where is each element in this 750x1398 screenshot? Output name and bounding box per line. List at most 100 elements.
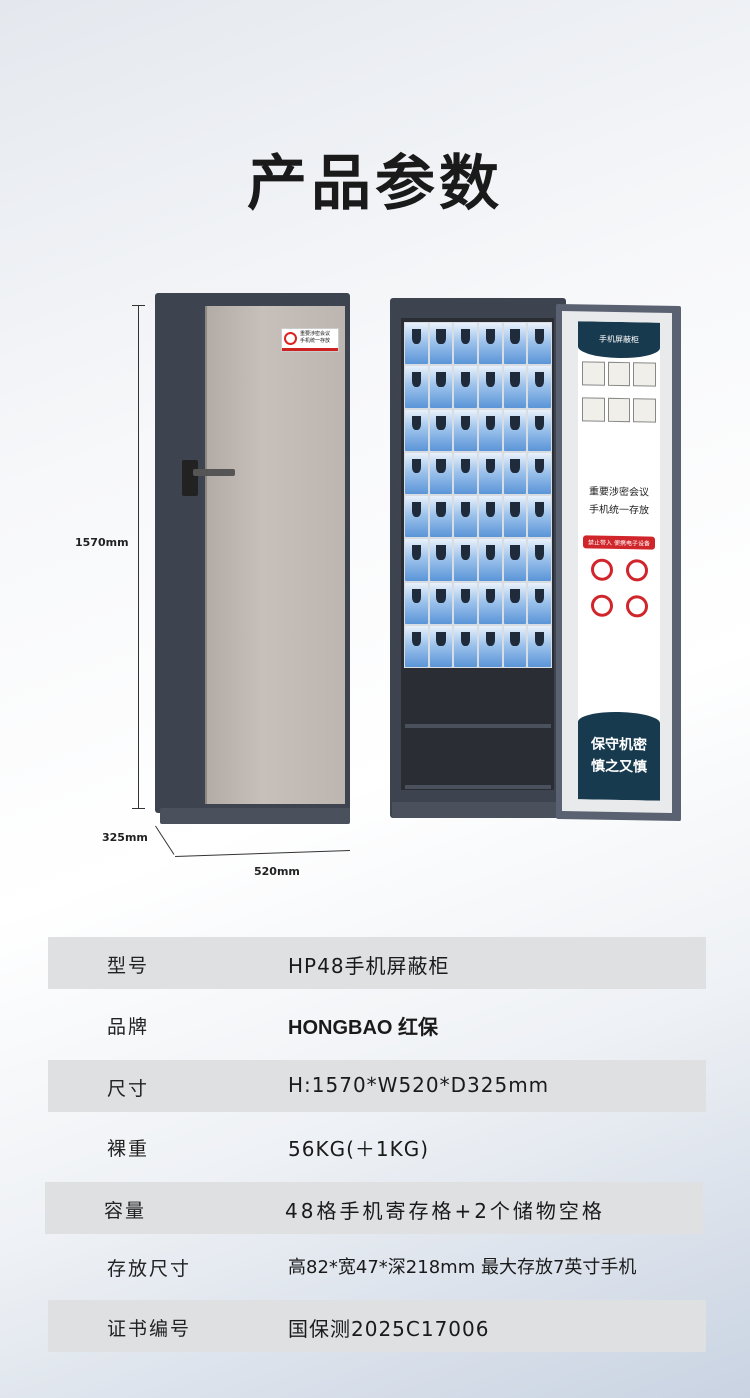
spec-label: 存放尺寸	[107, 1258, 192, 1280]
slogan-line2: 手机统一存放	[589, 504, 649, 517]
phone-slot	[478, 582, 502, 624]
phone-slot	[429, 366, 453, 408]
phone-slot	[429, 625, 453, 667]
phone-slot	[454, 409, 477, 451]
open-cabinet-base	[392, 802, 564, 818]
step-illustration	[582, 397, 605, 422]
spec-row-brand: 品牌 HONGBAO 红保	[48, 998, 706, 1050]
slogan-line1: 重要涉密会议	[589, 486, 649, 499]
storage-shelf	[405, 724, 551, 728]
spec-value: 国保测2025C17006	[288, 1317, 490, 1341]
closed-cabinet-door	[205, 306, 345, 804]
phone-slot	[478, 496, 502, 538]
phone-slot	[405, 539, 428, 581]
depth-label: 325mm	[102, 831, 148, 844]
phone-slot	[405, 625, 428, 667]
phone-slot	[454, 625, 477, 667]
page-title: 产品参数	[247, 149, 503, 219]
spec-row-certificate: 证书编号 国保测2025C17006	[48, 1300, 706, 1352]
poster-header: 手机屏蔽柜	[578, 321, 660, 359]
deposit-steps	[582, 361, 656, 387]
spec-row-capacity: 容量 48格手机寄存格+2个储物空格	[45, 1182, 703, 1234]
brand-logo: HONGBAO 红保	[288, 1017, 438, 1039]
banned-devices	[578, 548, 660, 618]
phone-slot	[528, 366, 551, 408]
footer-line1: 保守机密	[591, 736, 647, 754]
phone-slot	[454, 366, 477, 408]
spec-label: 型号	[107, 955, 150, 977]
poster-slogan: 重要涉密会议 手机统一存放	[578, 483, 660, 520]
phone-slot	[528, 409, 551, 451]
storage-shelf	[405, 785, 551, 789]
door-sticker: 重要涉密会议 手机统一存放	[281, 328, 339, 352]
no-phone-icon	[284, 332, 297, 345]
phone-slot	[429, 496, 453, 538]
phone-slot	[405, 582, 428, 624]
spec-value: H:1570*W520*D325mm	[288, 1073, 550, 1097]
keypad-lock-icon	[182, 460, 198, 496]
phone-slot	[429, 409, 453, 451]
phone-slot	[454, 323, 477, 365]
sticker-line1: 重要涉密会议	[300, 331, 331, 337]
door-poster: 手机屏蔽柜 重要涉密会议 手机统一存放 禁止带入 便携电子设备 保守机密 慎之又…	[578, 321, 660, 801]
phone-slot	[478, 323, 502, 365]
phone-slot	[503, 625, 527, 667]
phone-slot	[478, 409, 502, 451]
height-label: 1570mm	[75, 536, 129, 549]
no-phone-icon	[590, 558, 613, 581]
spec-label: 尺寸	[107, 1078, 150, 1100]
phone-slot	[405, 496, 428, 538]
closed-cabinet-base	[160, 808, 350, 824]
phone-slot	[405, 323, 428, 365]
sticker-bar	[282, 348, 338, 351]
depth-dimension-line	[155, 825, 175, 855]
height-dimension-line	[138, 305, 139, 808]
width-label: 520mm	[254, 865, 300, 878]
phone-slot	[454, 452, 477, 494]
width-dimension-line	[175, 849, 350, 858]
footer-line2: 慎之又慎	[591, 758, 647, 776]
phone-slot	[503, 582, 527, 624]
phone-slot	[405, 366, 428, 408]
phone-slot	[429, 452, 453, 494]
phone-slot	[503, 323, 527, 365]
phone-slot	[454, 582, 477, 624]
spec-value: 56KG(＋1KG)	[288, 1137, 430, 1161]
phone-slot	[528, 496, 551, 538]
phone-slot	[528, 452, 551, 494]
spec-label: 容量	[104, 1200, 147, 1222]
phone-slot	[478, 366, 502, 408]
height-tick-bottom	[132, 808, 145, 809]
no-glasses-icon	[590, 594, 613, 617]
phone-slot	[454, 496, 477, 538]
step-illustration	[607, 361, 631, 387]
spec-value: 48格手机寄存格+2个储物空格	[285, 1199, 605, 1223]
phone-slot	[503, 452, 527, 494]
phone-slot	[528, 582, 551, 624]
phone-slot	[528, 625, 551, 667]
phone-slot	[503, 366, 527, 408]
spec-value: 高82*宽47*深218mm 最大存放7英寸手机	[288, 1257, 637, 1278]
step-illustration	[633, 362, 656, 387]
spec-label: 品牌	[107, 1016, 150, 1038]
height-tick-top	[132, 305, 145, 306]
no-watch-icon	[625, 595, 648, 618]
spec-row-size: 尺寸 H:1570*W520*D325mm	[48, 1060, 706, 1112]
phone-slot	[478, 539, 502, 581]
door-handle	[193, 469, 235, 476]
step-illustration	[582, 361, 605, 386]
phone-slot-grid	[404, 322, 552, 668]
phone-slot	[528, 539, 551, 581]
spec-label: 证书编号	[107, 1318, 192, 1340]
phone-slot	[503, 539, 527, 581]
phone-slot	[478, 625, 502, 667]
phone-slot	[454, 539, 477, 581]
no-tablet-icon	[625, 559, 648, 582]
phone-slot	[429, 539, 453, 581]
phone-slot	[405, 452, 428, 494]
poster-footer: 保守机密 慎之又慎	[578, 711, 660, 801]
step-illustration	[633, 398, 656, 423]
phone-slot	[405, 409, 428, 451]
